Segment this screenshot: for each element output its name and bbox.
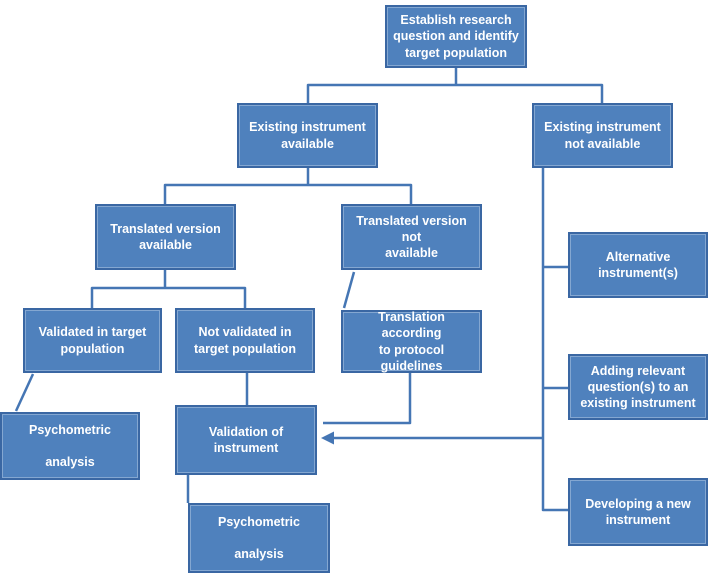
node-not-validated-in-target-population: Not validated in target population — [175, 308, 315, 373]
connector-translated-not-to-protocol — [342, 271, 356, 309]
arrowhead-to-validation — [321, 431, 334, 445]
node-establish-research-question: Establish research question and identify… — [385, 5, 527, 68]
node-translation-protocol-guidelines: Translation according to protocol guidel… — [341, 310, 482, 373]
connector-protocol-to-validation — [323, 373, 412, 425]
node-developing-new-instrument: Developing a new instrument — [568, 478, 708, 546]
node-validated-in-target-population: Validated in target population — [23, 308, 162, 373]
connector-establish-split — [306, 68, 604, 103]
connector-validated-to-psychometric — [14, 373, 35, 412]
connector-existing-available-split — [163, 168, 413, 204]
node-psychometric-analysis-bottom: Psychometric analysis — [188, 503, 330, 573]
node-translated-version-available: Translated version available — [95, 204, 236, 270]
connector-existing-not-available-trunk — [541, 168, 568, 512]
node-existing-instrument-not-available: Existing instrument not available — [532, 103, 673, 168]
node-translated-version-not-available: Translated version not available — [341, 204, 482, 270]
node-validation-of-instrument: Validation of instrument — [175, 405, 317, 475]
node-existing-instrument-available: Existing instrument available — [237, 103, 378, 168]
node-alternative-instruments: Alternative instrument(s) — [568, 232, 708, 298]
node-psychometric-analysis-left: Psychometric analysis — [0, 412, 140, 480]
connector-translated-available-split — [90, 270, 247, 308]
node-adding-relevant-questions: Adding relevant question(s) to an existi… — [568, 354, 708, 420]
